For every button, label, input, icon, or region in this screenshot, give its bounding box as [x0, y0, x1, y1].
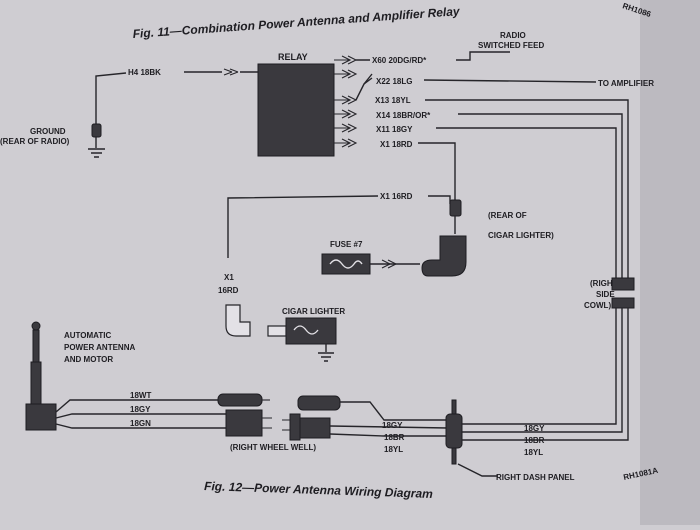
- dash-right-wires: [462, 423, 586, 441]
- page-edge-shadow: [640, 0, 700, 525]
- ground-label-2: (REAR OF RADIO): [0, 137, 70, 146]
- wire-x60: X60 20DG/RD*: [372, 56, 427, 65]
- antenna-label-3: AND MOTOR: [64, 355, 113, 364]
- right-wire-18yl: 18YL: [524, 448, 543, 457]
- cowl-connector-bottom: [611, 297, 635, 309]
- connector-wheel-well-right-pins: [282, 419, 290, 431]
- dash-panel-grommet: [445, 413, 463, 449]
- dash-panel-leader: [457, 463, 498, 477]
- mid-wire-18gy: 18GY: [382, 421, 403, 430]
- connector-wheel-well-right-a: [289, 413, 301, 441]
- connector-wheel-well-right-b: [299, 417, 331, 439]
- cowl-label-1: (RIGHT: [590, 279, 618, 288]
- x60-wire: [356, 51, 510, 61]
- cigar-lighter-label: CIGAR LIGHTER: [282, 307, 345, 316]
- rear-cigar-1: (REAR OF: [488, 211, 527, 220]
- ground-symbol: [88, 137, 105, 158]
- wheel-well-label: (RIGHT WHEEL WELL): [230, 443, 316, 452]
- relay-arrows: [334, 55, 358, 148]
- antenna-label-2: POWER ANTENNA: [64, 343, 135, 352]
- wire-x11: X11 18GY: [376, 125, 413, 134]
- h4-wire-label: H4 18BK: [128, 68, 161, 77]
- rear-cigar-2: CIGAR LIGHTER): [488, 231, 554, 240]
- x1-connector: [449, 199, 462, 217]
- x1-16rd-wire-left: [227, 195, 379, 258]
- x22-junction: [363, 73, 373, 85]
- x1-side-1: X1: [224, 273, 234, 282]
- wire-x14: X14 18BR/OR*: [376, 111, 431, 120]
- wire-x13: X13 18YL: [375, 96, 411, 105]
- cowl-label-3: COWL): [584, 301, 611, 310]
- x11-long-wire: [436, 127, 617, 280]
- right-wire-18br: 18BR: [524, 436, 545, 445]
- cigar-lighter-plug: [267, 325, 287, 337]
- antenna-tip: [31, 321, 41, 331]
- x13-long-wire: [425, 99, 629, 280]
- cowl-label-2: SIDE: [596, 290, 615, 299]
- antenna-label-1: AUTOMATIC: [64, 331, 111, 340]
- antenna-mast-upper: [32, 329, 40, 363]
- motor-wire-18wt: 18WT: [130, 391, 151, 400]
- fuse-block: [321, 253, 371, 275]
- x1-side-2: 16RD: [218, 286, 239, 295]
- ground-label-1: GROUND: [30, 127, 66, 136]
- cowl-connector-top: [611, 277, 635, 291]
- x14-long-wire: [458, 113, 623, 280]
- wire-x22: X22 18LG: [376, 77, 412, 86]
- mid-wire-18yl: 18YL: [384, 445, 403, 454]
- h4-connector-arrow: [223, 68, 239, 76]
- connector-wheel-well-left: [225, 409, 263, 437]
- dash-panel-label: RIGHT DASH PANEL: [496, 473, 575, 482]
- mid-wire-18br: 18BR: [384, 433, 405, 442]
- motor-wire-18gn: 18GN: [130, 419, 151, 428]
- motor-wires: [55, 399, 226, 429]
- antenna-mast-lower: [30, 361, 42, 407]
- h4-wire-left: [95, 72, 127, 124]
- x1-18rd-wire: [418, 142, 456, 200]
- x1-elbow-connector: [225, 304, 251, 337]
- relay-label: RELAY: [278, 52, 308, 62]
- fuse-arrow: [381, 259, 398, 269]
- connector-18wt: [217, 393, 263, 407]
- relay-box: [257, 63, 335, 157]
- mid-wires: [329, 401, 449, 437]
- wire-x1-18rd: X1 18RD: [380, 140, 413, 149]
- cowl-wires-down: [586, 308, 629, 441]
- x1-16rd-label: X1 16RD: [380, 192, 413, 201]
- cigar-lighter-body: [285, 317, 337, 345]
- fuse-element-icon: [329, 259, 363, 269]
- fuse-label: FUSE #7: [330, 240, 363, 249]
- connector-mid-top: [297, 395, 341, 411]
- motor-wire-18gy: 18GY: [130, 405, 151, 414]
- to-amplifier-label: TO AMPLIFIER: [598, 79, 654, 88]
- cigar-lighter-coil-icon: [293, 325, 319, 335]
- right-wire-18gy: 18GY: [524, 424, 545, 433]
- antenna-motor: [25, 403, 57, 431]
- cigar-lighter-ground: [318, 344, 334, 362]
- ground-lug: [91, 123, 102, 138]
- radio-feed-2: SWITCHED FEED: [478, 41, 544, 50]
- cigar-elbow-connector: [421, 235, 467, 277]
- x1-16rd-wire-right: [428, 195, 451, 204]
- connector-wheel-well-left-pins: [262, 417, 272, 429]
- radio-feed-1: RADIO: [500, 31, 526, 40]
